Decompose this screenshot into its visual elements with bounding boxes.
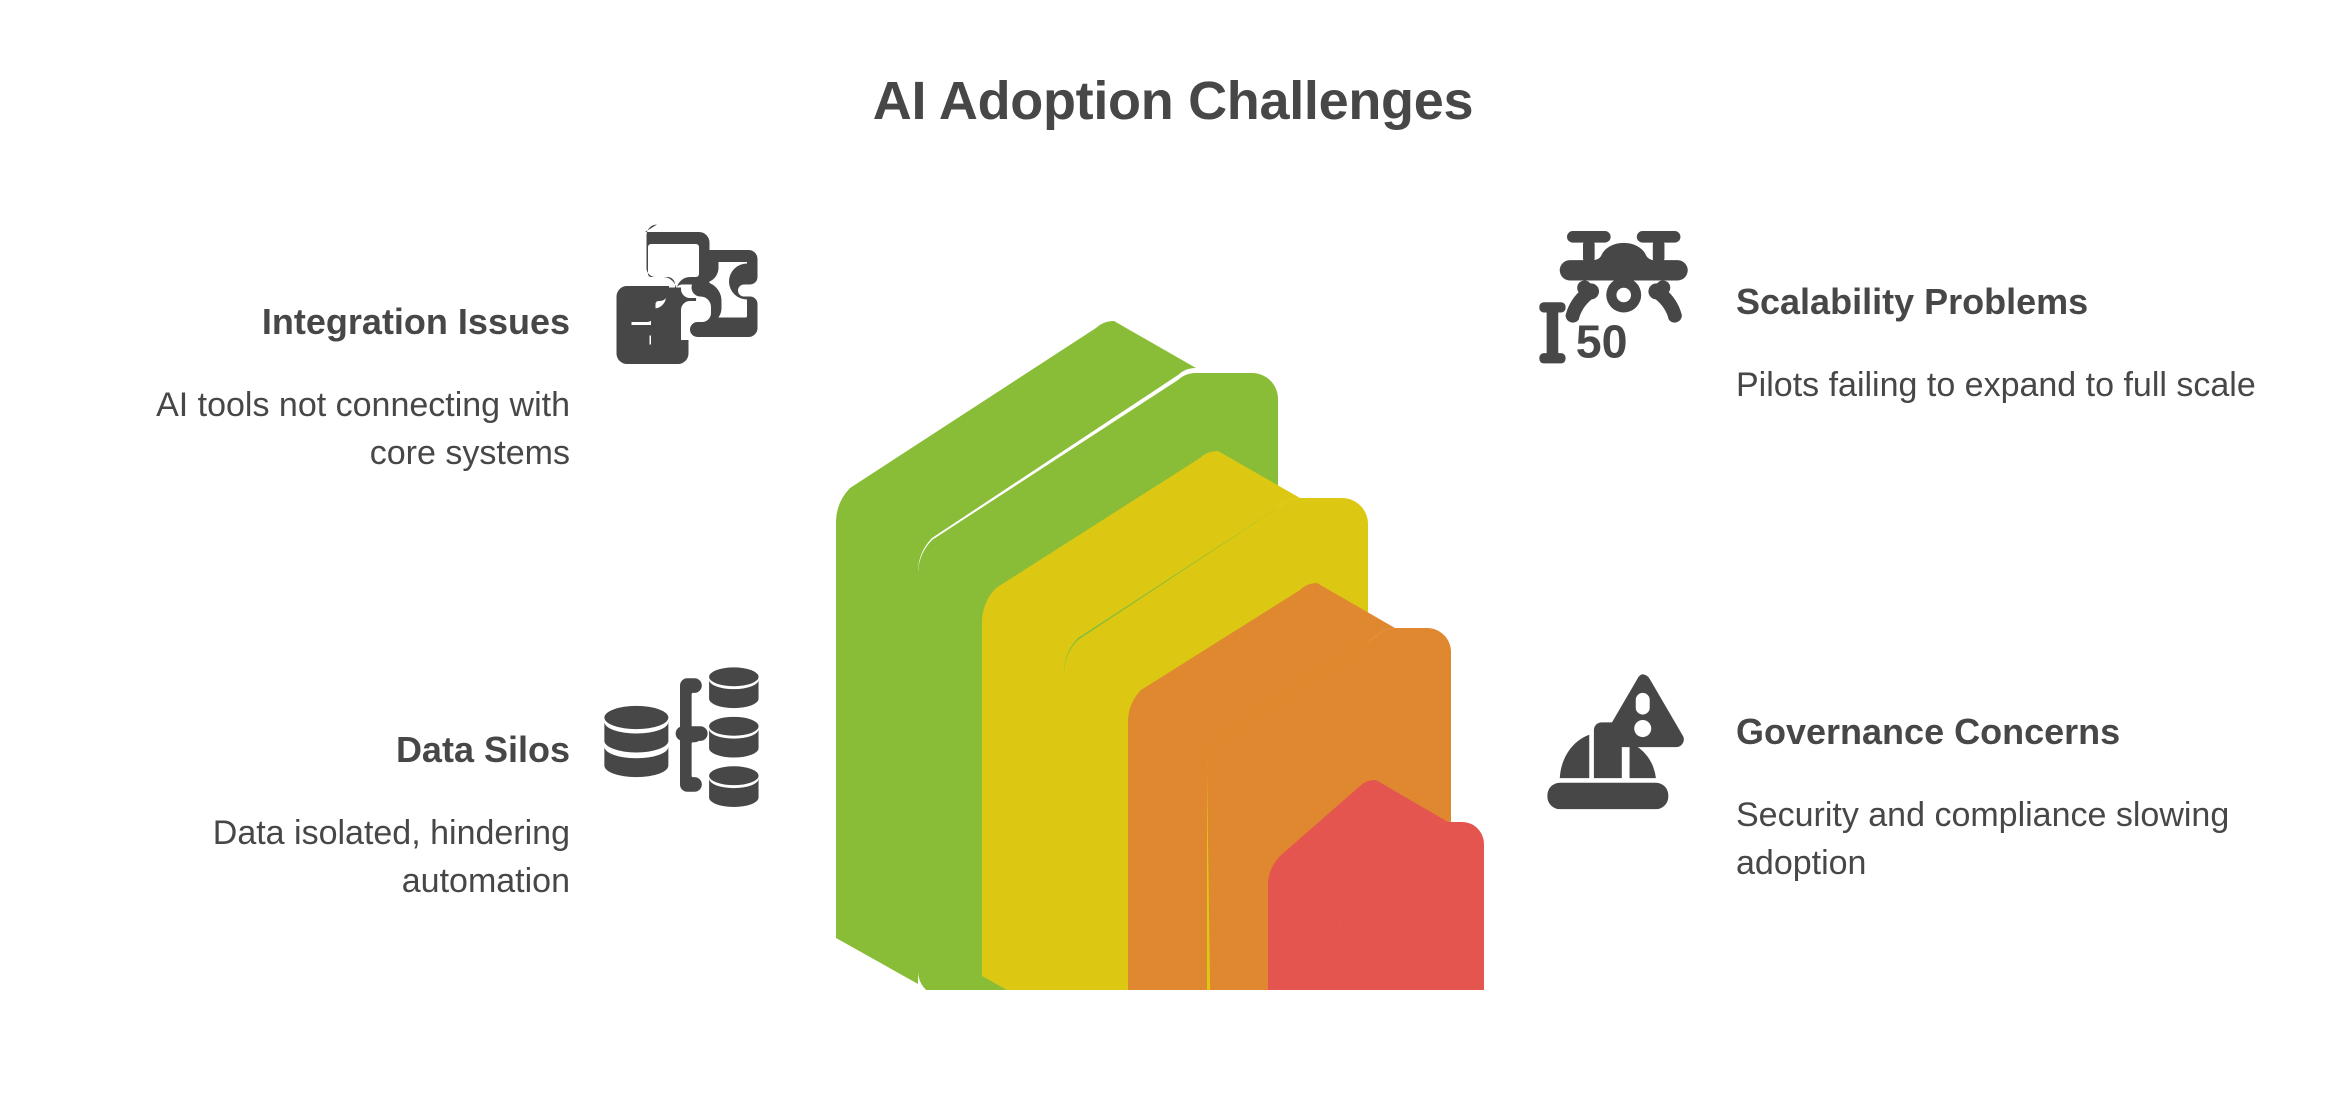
callout-body-data-silos: Data isolated, hindering automation xyxy=(212,814,570,901)
funnel-stage-red xyxy=(1268,779,1484,990)
callout-headline-data-silos: Data Silos xyxy=(395,729,570,770)
puzzle-integration-icon xyxy=(612,220,762,370)
callout-integration-issues: Integration Issues AI tools not connecti… xyxy=(100,300,570,478)
drone-altitude-icon: 50 xyxy=(1535,215,1695,375)
callout-scalability-problems: Scalability Problems Pilots failing to e… xyxy=(1736,280,2256,409)
page-title: AI Adoption Challenges xyxy=(872,71,1474,131)
database-silos-icon xyxy=(600,655,760,815)
callout-body-scalability: Pilots failing to expand to full scale xyxy=(1736,366,2256,405)
callout-body-integration: AI tools not connecting with core system… xyxy=(156,386,570,473)
drone-altitude-value: 50 xyxy=(1576,316,1628,368)
callout-headline-scalability: Scalability Problems xyxy=(1736,281,2089,322)
callout-governance-concerns: Governance Concerns Security and complia… xyxy=(1736,710,2276,888)
callout-body-governance: Security and compliance slowing adoption xyxy=(1736,796,2230,883)
funnel-diagram xyxy=(800,290,1540,990)
callout-data-silos: Data Silos Data isolated, hindering auto… xyxy=(80,728,570,906)
callout-headline-integration: Integration Issues xyxy=(261,301,570,342)
helmet-warning-icon xyxy=(1535,665,1690,820)
callout-headline-governance: Governance Concerns xyxy=(1736,711,2121,752)
